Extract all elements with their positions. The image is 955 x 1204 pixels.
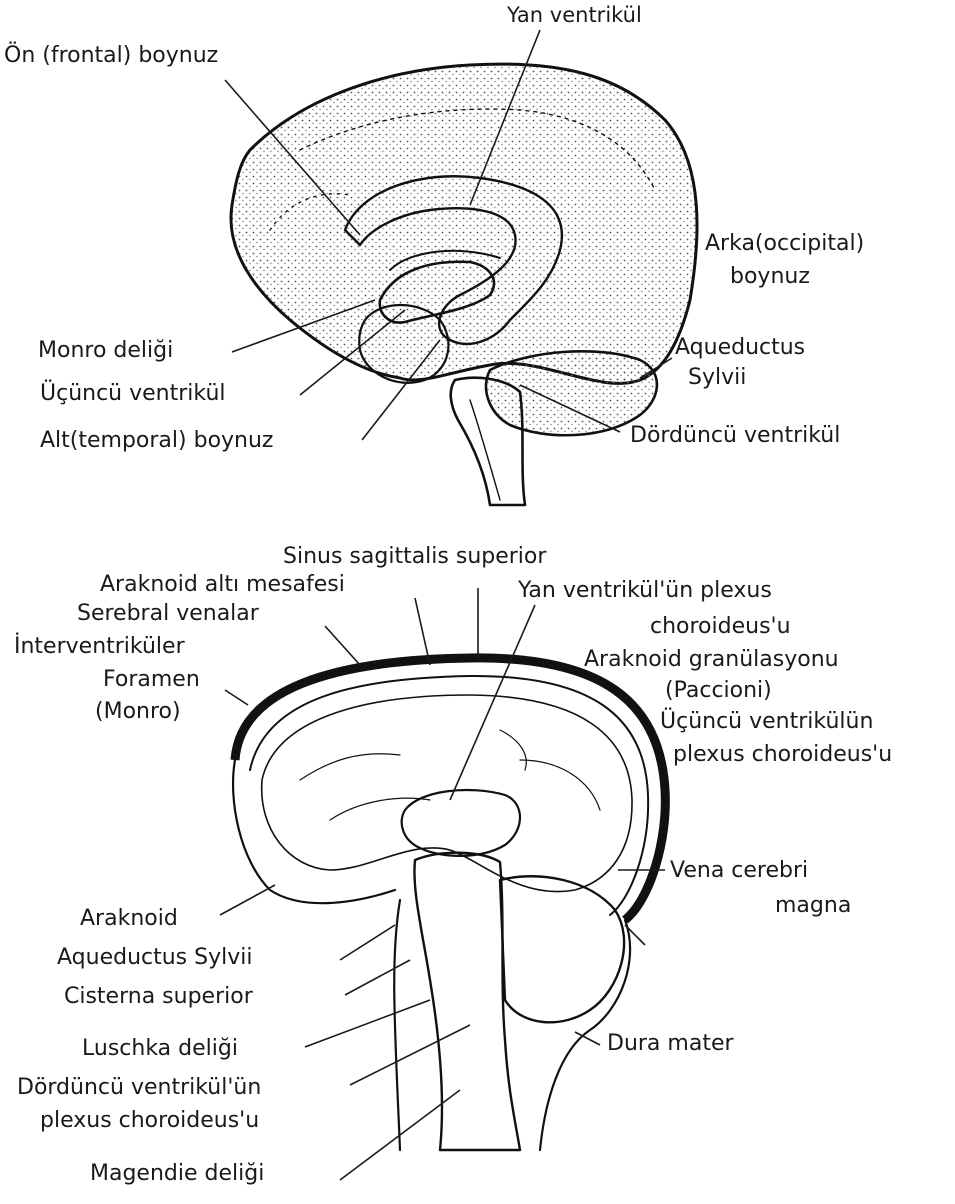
label-yan-plexus-1: Yan ventrikül'ün plexus: [517, 578, 772, 603]
label-sinus-sagittalis: Sinus sagittalis superior: [283, 544, 547, 569]
label-luschka-deligi: Luschka deliği: [82, 1036, 238, 1061]
label-arka-boynuz-1: Arka(occipital): [705, 231, 864, 256]
label-vena-magna: magna: [775, 893, 851, 918]
lower-labels: Sinus sagittalis superior Araknoid altı …: [14, 544, 892, 1186]
label-granulasyon-2: (Paccioni): [665, 678, 772, 703]
label-ucuncu-plexus-2: plexus choroideus'u: [673, 742, 892, 767]
label-arka-boynuz-2: boynuz: [730, 264, 810, 289]
label-dorduncu-plexus-2: plexus choroideus'u: [40, 1108, 259, 1133]
label-on-boynuz: Ön (frontal) boynuz: [4, 42, 218, 68]
label-monro: (Monro): [95, 699, 181, 724]
label-cisterna-superior: Cisterna superior: [64, 984, 254, 1009]
dura-outer-band: [235, 658, 665, 920]
label-monro-deligi: Monro deliği: [38, 338, 173, 363]
label-magendie-deligi: Magendie deliği: [90, 1161, 264, 1186]
lower-cerebellum: [500, 876, 624, 1022]
label-vena-cerebri: Vena cerebri: [670, 858, 808, 883]
label-dura-mater: Dura mater: [607, 1031, 734, 1056]
label-serebral-venalar: Serebral venalar: [77, 601, 260, 626]
label-ucuncu-ventrikul: Üçüncü ventrikül: [40, 380, 226, 406]
label-dorduncu-plexus-1: Dördüncü ventrikül'ün: [17, 1075, 261, 1100]
label-araknoid: Araknoid: [80, 906, 178, 931]
label-yan-ventrikul: Yan ventrikül: [506, 3, 642, 27]
label-granulasyon-1: Araknoid granülasyonu: [584, 647, 839, 672]
upper-brain-figure: [231, 64, 697, 505]
label-dorduncu-ventrikul: Dördüncü ventrikül: [630, 423, 840, 448]
lower-ventricle: [402, 790, 520, 856]
lower-brain-figure: [233, 658, 665, 1150]
lower-brainstem: [414, 853, 520, 1150]
label-ucuncu-plexus-1: Üçüncü ventrikülün: [660, 708, 873, 734]
label-aqueductus-2: Sylvii: [688, 365, 746, 390]
label-alt-boynuz: Alt(temporal) boynuz: [40, 428, 273, 453]
label-araknoid-alti: Araknoid altı mesafesi: [100, 572, 345, 597]
label-yan-plexus-2: choroideus'u: [650, 614, 791, 639]
lower-cerebrum: [262, 695, 632, 892]
label-aqueductus-1: Aqueductus: [675, 335, 805, 360]
label-aqueductus-sylvii: Aqueductus Sylvii: [57, 945, 252, 970]
label-interventrikuler: İnterventriküler: [14, 633, 186, 659]
label-foramen: Foramen: [103, 667, 200, 692]
upper-cerebrum-outline: [231, 64, 697, 383]
